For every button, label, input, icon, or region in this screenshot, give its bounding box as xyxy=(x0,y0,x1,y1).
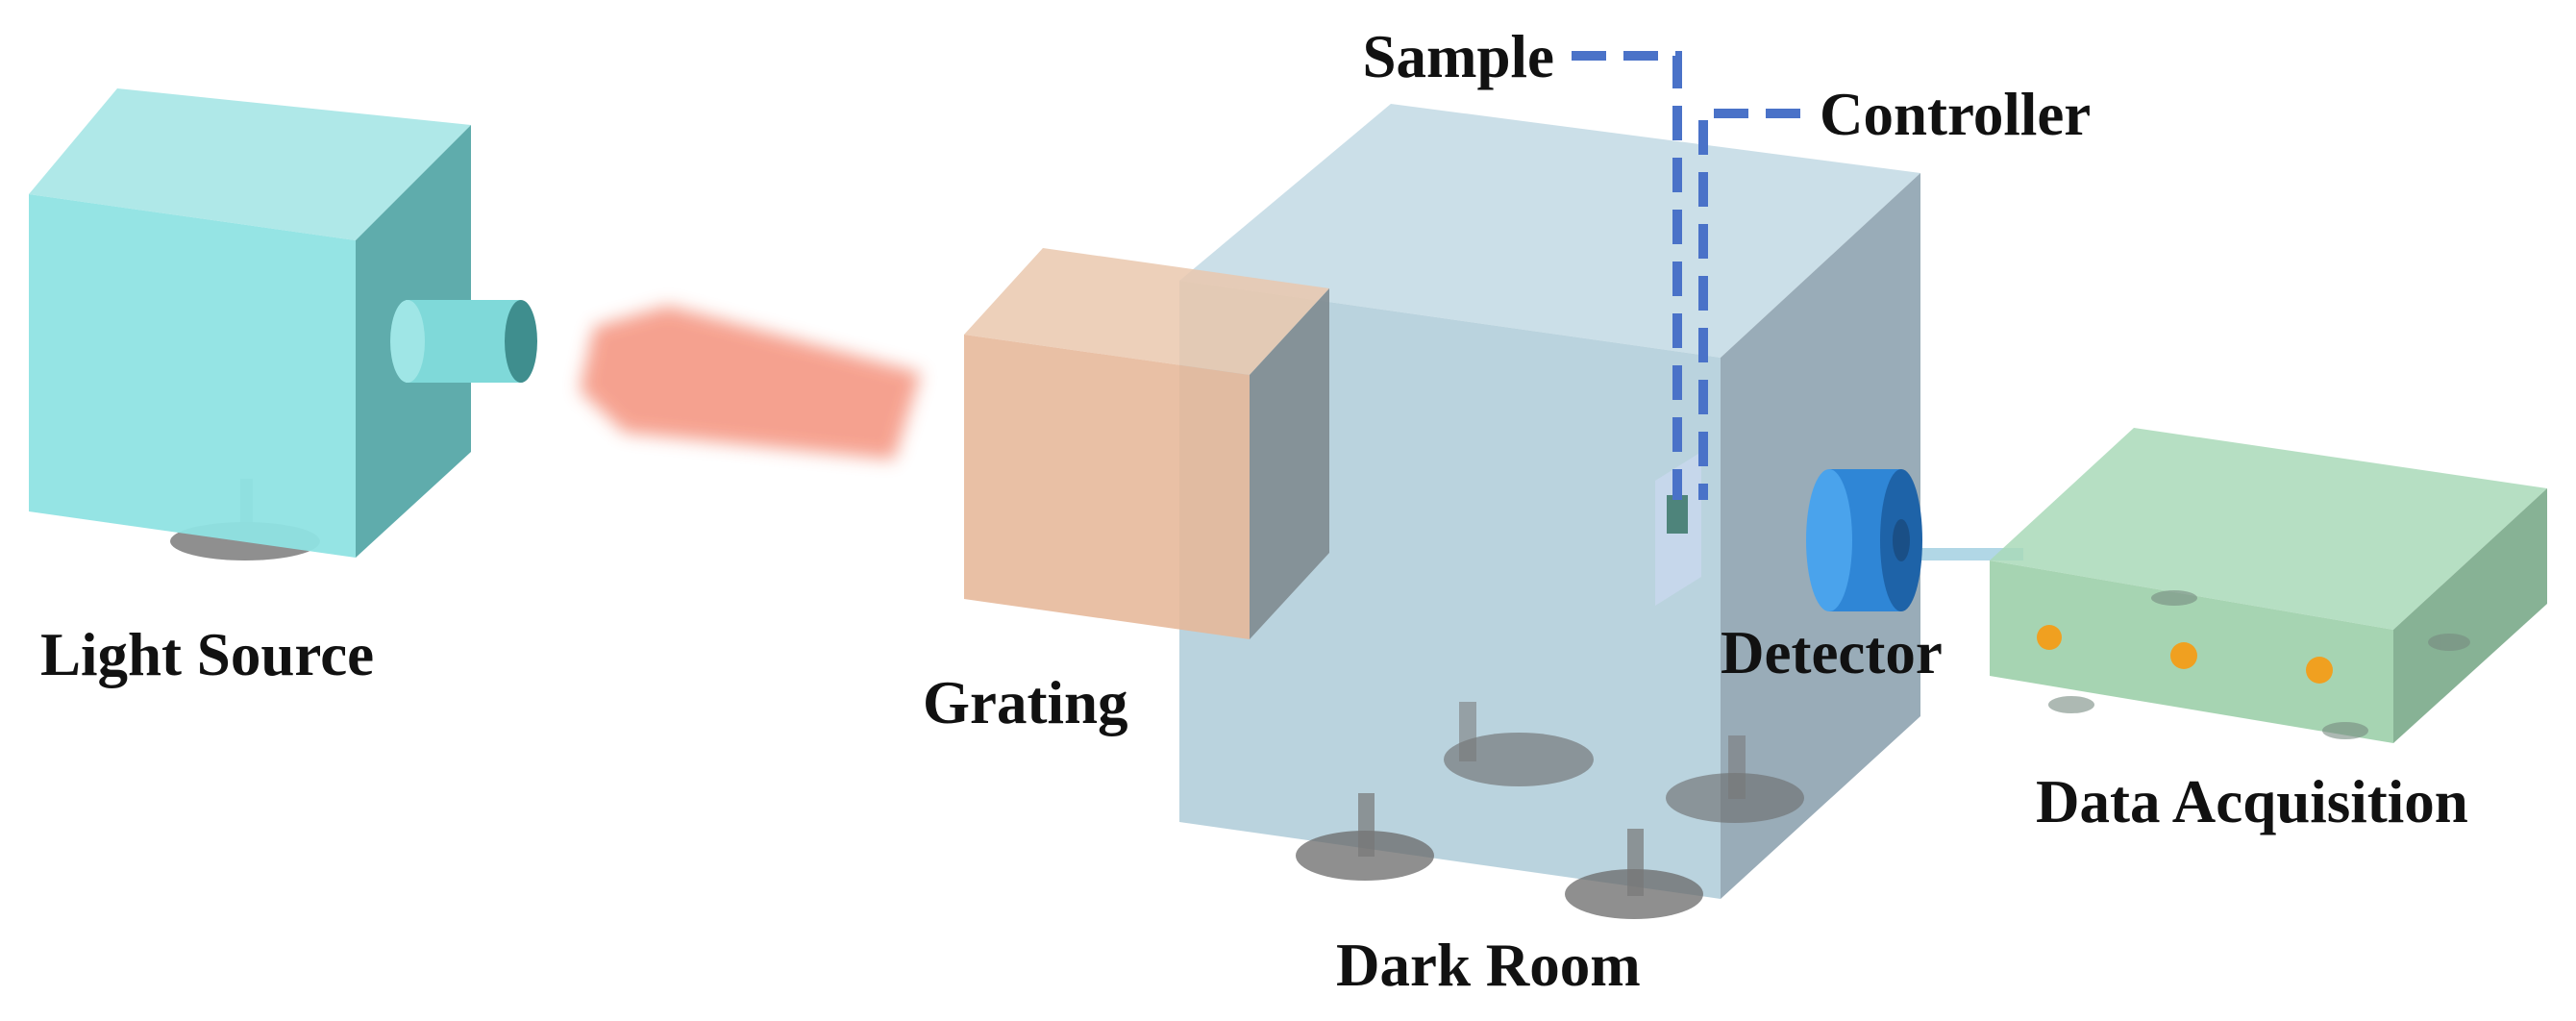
data-acquisition-feet xyxy=(2048,590,2470,739)
light-source-lens xyxy=(390,300,537,383)
connection-lines xyxy=(1572,51,1800,500)
dark-room-foot-4 xyxy=(1565,829,1703,919)
indicator-light-1 xyxy=(2037,625,2062,650)
data-acquisition-top xyxy=(1990,428,2547,630)
dark-room-foot-3 xyxy=(1296,793,1434,881)
label-sample: Sample xyxy=(1362,23,1554,90)
label-data-acquisition: Data Acquisition xyxy=(2036,768,2468,835)
sample-connection-line xyxy=(1572,51,1682,500)
label-light-source: Light Source xyxy=(40,621,374,688)
grating xyxy=(964,248,1329,639)
light-source-top xyxy=(29,88,471,240)
controller-connection-line xyxy=(1698,109,1800,500)
grating-top xyxy=(964,248,1329,375)
label-detector: Detector xyxy=(1721,619,1943,686)
indicator-light-3 xyxy=(2306,657,2333,684)
dark-room-foot-1 xyxy=(1444,702,1594,786)
indicator-light-2 xyxy=(2170,642,2197,669)
light-source-front xyxy=(29,194,356,558)
label-grating: Grating xyxy=(923,669,1128,736)
data-acquisition-unit xyxy=(1990,428,2547,743)
label-controller: Controller xyxy=(1820,81,2091,148)
dark-room-foot-2 xyxy=(1666,735,1804,823)
light-source xyxy=(29,88,537,560)
dark-room-top xyxy=(1179,104,1920,358)
grating-front xyxy=(964,335,1250,639)
grating-side xyxy=(1250,288,1329,639)
label-dark-room: Dark Room xyxy=(1336,932,1641,999)
light-beam xyxy=(580,306,921,460)
detector xyxy=(1806,469,2023,611)
data-acquisition-side xyxy=(2393,488,2547,743)
sample-holder xyxy=(1655,452,1701,606)
